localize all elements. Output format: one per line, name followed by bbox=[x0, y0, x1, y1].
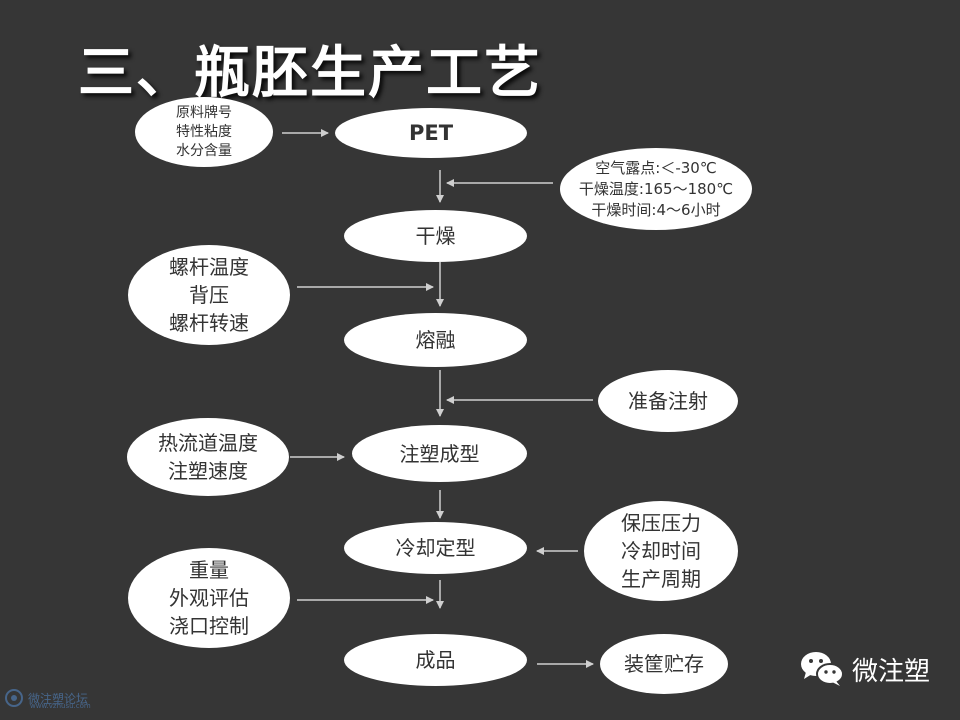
product-param-line: 外观评估 bbox=[169, 586, 249, 610]
wechat-icon bbox=[800, 652, 844, 686]
pet-param-line: 特性粘度 bbox=[176, 123, 232, 140]
step-pet-label: PET bbox=[408, 121, 454, 145]
pet-param-line: 水分含量 bbox=[176, 142, 232, 159]
product-params-oval: 重量 外观评估 浇口控制 bbox=[128, 548, 290, 648]
melting-param-line: 背压 bbox=[189, 283, 229, 307]
molding-param-line: 注塑速度 bbox=[168, 459, 248, 483]
melting-params-oval: 螺杆温度 背压 螺杆转速 bbox=[128, 245, 290, 345]
step-pet: PET bbox=[335, 108, 527, 158]
cooling-param-line: 冷却时间 bbox=[621, 539, 701, 563]
pet-params-oval: 原料牌号 特性粘度 水分含量 bbox=[135, 97, 273, 167]
prepare-injection-oval: 准备注射 bbox=[598, 370, 738, 432]
forum-logo: 微注塑论坛 www.vzhusu.com bbox=[4, 688, 91, 710]
step-drying-label: 干燥 bbox=[415, 224, 456, 248]
forum-url: www.vzhusu.com bbox=[30, 702, 91, 710]
step-melting-label: 熔融 bbox=[415, 328, 456, 352]
forum-logo-icon bbox=[5, 689, 23, 707]
storage-label: 装筐贮存 bbox=[624, 652, 704, 676]
page-title: 三、瓶胚生产工艺 bbox=[78, 41, 542, 106]
step-cooling: 冷却定型 bbox=[344, 522, 527, 574]
storage-oval: 装筐贮存 bbox=[600, 634, 728, 694]
step-molding-label: 注塑成型 bbox=[399, 441, 480, 466]
pet-param-line: 原料牌号 bbox=[176, 104, 232, 121]
step-cooling-label: 冷却定型 bbox=[395, 536, 476, 560]
prepare-injection-label: 准备注射 bbox=[628, 389, 708, 413]
cooling-param-line: 生产周期 bbox=[621, 567, 701, 591]
drying-param-line: 干燥时间:4～6小时 bbox=[591, 200, 721, 219]
drying-param-line: 空气露点:＜-30℃ bbox=[595, 158, 717, 177]
drying-param-line: 干燥温度:165～180℃ bbox=[578, 179, 734, 198]
watermark-text: 微注塑 bbox=[851, 656, 930, 687]
step-melting: 熔融 bbox=[344, 313, 527, 367]
molding-params-oval: 热流道温度 注塑速度 bbox=[127, 418, 289, 496]
cooling-params-oval: 保压压力 冷却时间 生产周期 bbox=[584, 501, 738, 601]
drying-params-oval: 空气露点:＜-30℃ 干燥温度:165～180℃ 干燥时间:4～6小时 bbox=[560, 148, 752, 230]
wechat-watermark: 微注塑 bbox=[800, 650, 930, 688]
melting-param-line: 螺杆转速 bbox=[169, 311, 249, 335]
step-product-label: 成品 bbox=[415, 648, 456, 672]
step-molding: 注塑成型 bbox=[352, 425, 527, 482]
product-param-line: 浇口控制 bbox=[169, 614, 249, 638]
cooling-param-line: 保压压力 bbox=[621, 511, 701, 535]
molding-param-line: 热流道温度 bbox=[158, 431, 258, 455]
melting-param-line: 螺杆温度 bbox=[169, 255, 249, 279]
step-product: 成品 bbox=[344, 634, 527, 686]
product-param-line: 重量 bbox=[189, 558, 229, 582]
step-drying: 干燥 bbox=[344, 210, 527, 262]
forum-name: 微注塑论坛 bbox=[28, 691, 89, 706]
